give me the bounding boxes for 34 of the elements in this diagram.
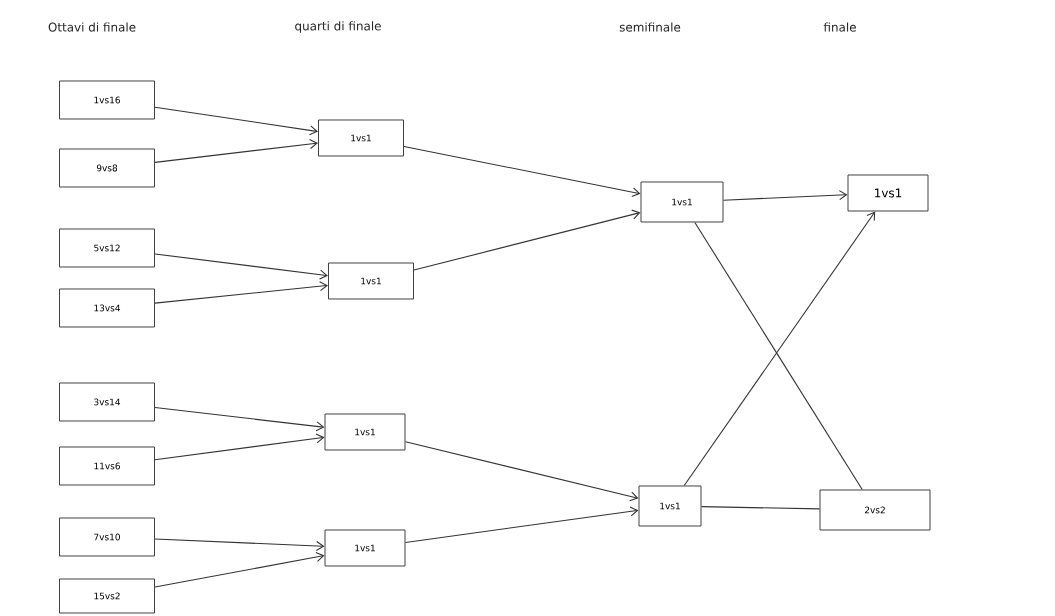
match-box: 5vs12: [59, 228, 155, 268]
match-box: 11vs6: [59, 446, 155, 486]
match-box: 1vs1: [640, 181, 724, 223]
column-heading: quarti di finale: [295, 21, 381, 33]
arrow: [404, 506, 639, 543]
arrow: [683, 211, 876, 487]
match-box: 1vs1: [638, 485, 702, 527]
arrow: [404, 441, 639, 502]
match-box: 7vs10: [59, 517, 155, 557]
match-box: 9vs8: [59, 148, 155, 188]
arrow: [413, 209, 641, 271]
match-box: 15vs2: [59, 578, 155, 614]
match-box: 1vs1: [324, 529, 406, 567]
column-heading: semifinale: [619, 22, 681, 32]
arrow: [154, 538, 325, 551]
match-box: 13vs4: [59, 288, 155, 328]
match-box: 1vs1: [328, 262, 414, 300]
arrow: [154, 433, 325, 461]
arrow: [154, 253, 328, 280]
column-heading: finale: [823, 22, 856, 32]
match-box: 1vs1: [318, 119, 404, 157]
arrow: [154, 407, 325, 432]
arrow: [154, 106, 318, 136]
match-box: 3vs14: [59, 382, 155, 422]
match-box: 1vs16: [59, 80, 155, 120]
arrow: [154, 139, 318, 163]
arrow: [154, 281, 328, 304]
arrow: [722, 190, 848, 201]
match-box: 2vs2: [819, 489, 931, 531]
arrow: [403, 146, 641, 198]
match-box: 1vs1: [324, 413, 406, 451]
column-heading: Ottavi di finale: [48, 22, 136, 32]
match-box: 1vs1: [847, 174, 929, 212]
arrow: [154, 552, 325, 588]
